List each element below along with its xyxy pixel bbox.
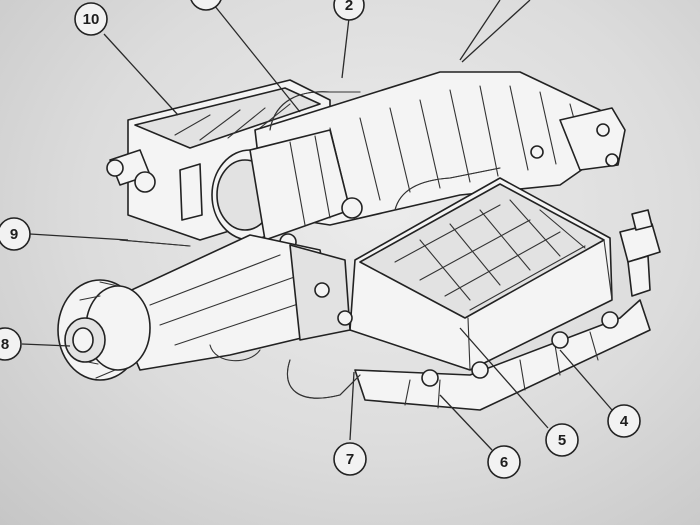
callout-2-circle bbox=[333, 0, 365, 21]
lower-manifold bbox=[354, 299, 651, 411]
callout-partial-top bbox=[190, 0, 222, 11]
callout-5: 5 bbox=[545, 423, 579, 457]
callout-8: 8 bbox=[0, 327, 22, 361]
callout-8-label: 8 bbox=[1, 336, 9, 353]
intake-tube bbox=[211, 129, 363, 251]
callout-9: 9 bbox=[0, 217, 31, 251]
pulley bbox=[57, 279, 151, 381]
callout-10: 10 bbox=[74, 2, 108, 36]
callout-7-circle bbox=[333, 442, 367, 476]
callout-7-label: 7 bbox=[346, 451, 354, 468]
callout-4-label: 4 bbox=[620, 413, 629, 430]
drive-snout bbox=[109, 234, 353, 371]
callout-2: 2 bbox=[333, 0, 365, 21]
callout-6-circle bbox=[487, 445, 521, 479]
callout-6-label: 6 bbox=[500, 454, 508, 471]
callout-4: 4 bbox=[607, 404, 641, 438]
callout-6: 6 bbox=[487, 445, 521, 479]
callout-partial-top-circle bbox=[190, 0, 222, 11]
leader-lines bbox=[21, 0, 613, 451]
sensor-connector bbox=[619, 209, 661, 297]
callout-7: 7 bbox=[333, 442, 367, 476]
callout-9-label: 9 bbox=[10, 226, 18, 243]
callout-5-label: 5 bbox=[558, 432, 566, 449]
callout-2-label: 2 bbox=[345, 0, 353, 14]
callout-8-circle bbox=[0, 327, 22, 361]
lower-hoses bbox=[119, 239, 361, 399]
callout-9-circle bbox=[0, 217, 31, 251]
callout-10-label: 10 bbox=[83, 11, 100, 28]
callout-10-circle bbox=[74, 2, 108, 36]
callout-4-circle bbox=[607, 404, 641, 438]
top-pipes bbox=[269, 91, 501, 211]
intercooler-cover bbox=[349, 177, 613, 371]
callout-5-circle bbox=[545, 423, 579, 457]
